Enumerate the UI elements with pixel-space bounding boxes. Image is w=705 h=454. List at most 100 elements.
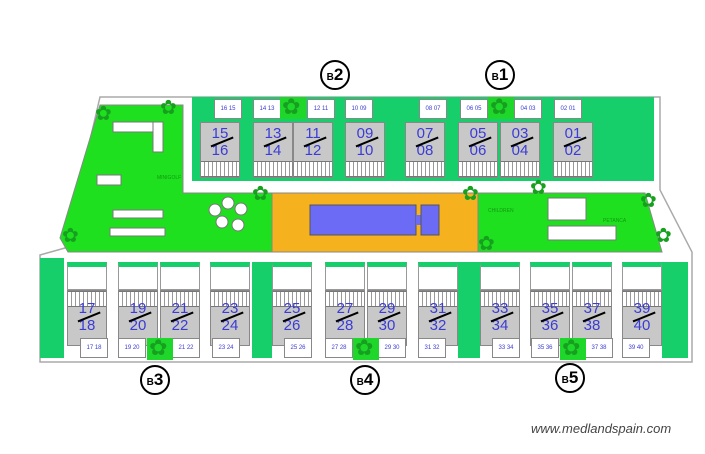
parking-space-35-36[interactable]: 35 36 (531, 338, 559, 358)
block-digit: 1 (498, 65, 509, 84)
unit-roof (530, 262, 570, 290)
pool-connector (416, 215, 422, 225)
terrace-railing (554, 161, 592, 177)
unit-number-upper: 07 (416, 125, 434, 142)
palm-tree-icon: ✿ (160, 97, 177, 119)
palm-tree-icon: ✿ (462, 183, 479, 205)
tree-icon: ✿ (147, 338, 173, 360)
parking-space-25-26[interactable]: 25 26 (284, 338, 312, 358)
unit-roof (480, 262, 520, 290)
parking-space-08-07[interactable]: 08 07 (419, 99, 447, 119)
unit-number-lower: 38 (583, 317, 601, 334)
unit-roof (572, 262, 612, 290)
palm-tree-icon: ✿ (95, 103, 112, 125)
parking-space-10-09[interactable]: 10 09 (345, 99, 373, 119)
unit-number-lower: 08 (416, 142, 434, 159)
palm-tree-icon: ✿ (530, 177, 547, 199)
terrace-railing (326, 291, 364, 307)
terrace-railing (346, 161, 384, 177)
terrace-railing (368, 291, 406, 307)
unit-roof (160, 262, 200, 290)
terrace-railing (573, 291, 611, 307)
block-label-b1: B1 (485, 60, 515, 90)
unit-number-lower: 28 (336, 317, 354, 334)
parking-space-23-24[interactable]: 23 24 (212, 338, 240, 358)
block-label-b5: B5 (555, 363, 585, 393)
palm-tree-icon: ✿ (640, 190, 657, 212)
unit-number-upper: 39 (633, 300, 651, 317)
parking-space-16-15[interactable]: 16 15 (214, 99, 242, 119)
terrace-railing (68, 291, 106, 307)
palm-tree-icon: ✿ (655, 225, 672, 247)
tree-icon: ✿ (488, 97, 514, 119)
bottom-strip-left (40, 258, 64, 358)
terrace-railing (201, 161, 239, 177)
unit-number-upper: 23 (221, 300, 239, 317)
block-letter: B (561, 375, 569, 386)
tree-icon: ✿ (560, 338, 586, 360)
unit-number-lower: 04 (511, 142, 529, 159)
block-label-b4: B4 (350, 365, 380, 395)
parking-space-29-30[interactable]: 29 30 (378, 338, 406, 358)
unit-number-upper: 17 (78, 300, 96, 317)
parking-space-37-38[interactable]: 37 38 (585, 338, 613, 358)
parking-space-39-40[interactable]: 39 40 (622, 338, 650, 358)
parking-space-02-01[interactable]: 02 01 (554, 99, 582, 119)
petanca-label: PETANCA (603, 218, 627, 224)
block-digit: 4 (363, 370, 374, 389)
tree-glyph-icon: ✿ (562, 338, 581, 360)
parking-space-21-22[interactable]: 21 22 (172, 338, 200, 358)
parking-space-06-05[interactable]: 06 05 (460, 99, 488, 119)
parking-space-33-34[interactable]: 33 34 (492, 338, 520, 358)
terrace-railing (211, 291, 249, 307)
bottom-strip-right (662, 262, 688, 358)
parking-space-04-03[interactable]: 04 03 (514, 99, 542, 119)
swimming-pool (309, 204, 417, 236)
unit-number-upper: 35 (541, 300, 559, 317)
tree-glyph-icon: ✿ (149, 338, 168, 360)
block-letter: B (491, 72, 499, 83)
parking-space-31-32[interactable]: 31 32 (418, 338, 446, 358)
parking-space-14-13[interactable]: 14 13 (253, 99, 281, 119)
unit-roof (367, 262, 407, 290)
terrace-railing (273, 291, 311, 307)
bottom-strip-1 (252, 262, 272, 358)
terrace-railing (254, 161, 292, 177)
unit-number-lower: 30 (378, 317, 396, 334)
unit-number-upper: 09 (356, 125, 374, 142)
unit-number-upper: 31 (429, 300, 447, 317)
parking-space-27-28[interactable]: 27 28 (325, 338, 353, 358)
unit-number-lower: 06 (469, 142, 487, 159)
unit-number-lower: 10 (356, 142, 374, 159)
block-digit: 3 (153, 370, 164, 389)
unit-number-lower: 16 (211, 142, 229, 159)
palm-tree-icon: ✿ (62, 225, 79, 247)
unit-number-lower: 22 (171, 317, 189, 334)
tree-glyph-icon: ✿ (282, 97, 301, 119)
unit-number-upper: 21 (171, 300, 189, 317)
terrace-railing (481, 291, 519, 307)
terrace-railing (406, 161, 444, 177)
parking-space-12-11[interactable]: 12 11 (307, 99, 335, 119)
parking-space-19-20[interactable]: 19 20 (118, 338, 146, 358)
parking-space-17-18[interactable]: 17 18 (80, 338, 108, 358)
children-label: CHILDREN (488, 208, 514, 214)
block-digit: 2 (333, 65, 344, 84)
